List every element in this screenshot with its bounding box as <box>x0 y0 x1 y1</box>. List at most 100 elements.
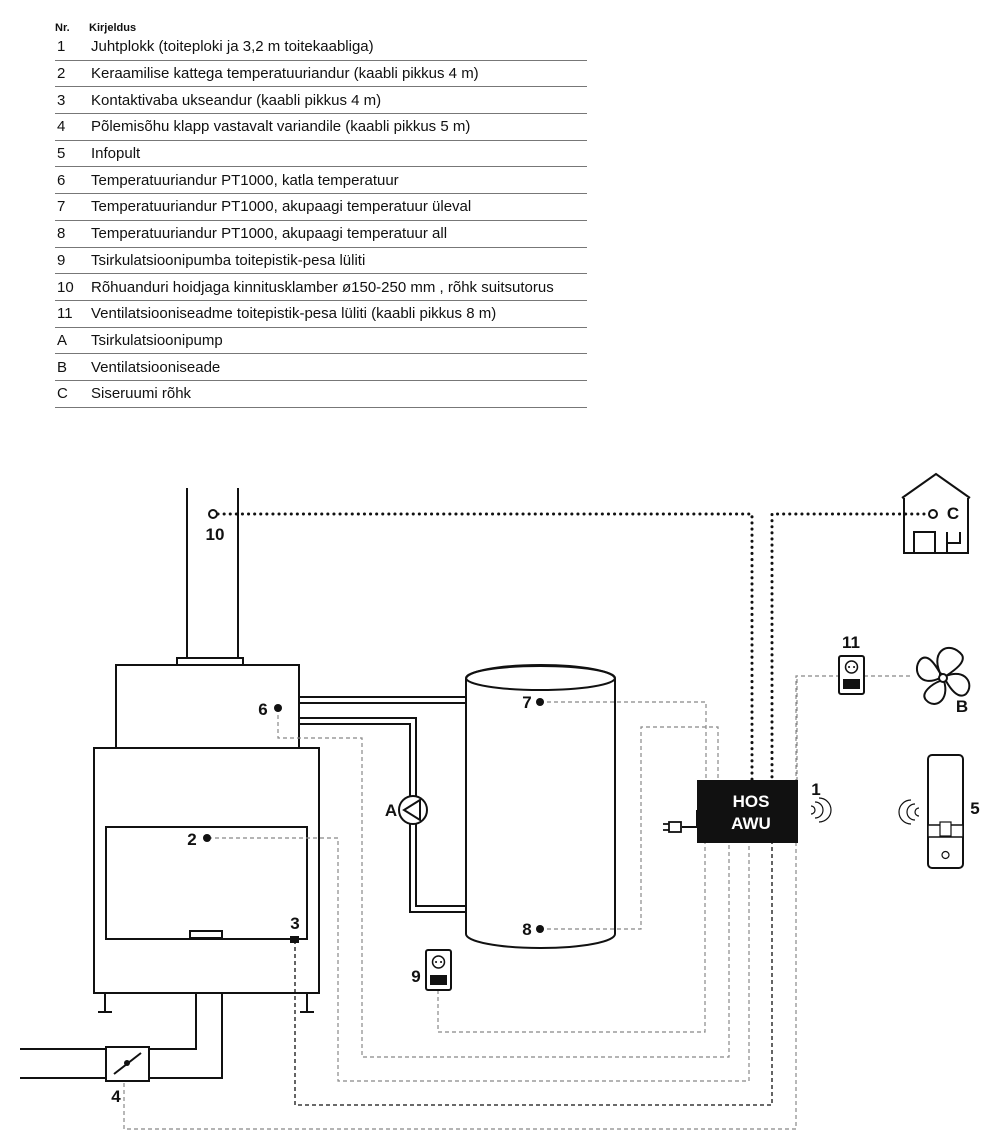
label-9: 9 <box>411 967 420 986</box>
wire-sensor-8 <box>540 726 719 930</box>
legend-row-text: Temperatuuriandur PT1000, katla temperat… <box>91 171 399 189</box>
label-A: A <box>385 801 397 820</box>
stove-feet <box>98 993 314 1013</box>
legend-row-text: Kontaktivaba ukseandur (kaabli pikkus 4 … <box>91 91 382 109</box>
fan-icon <box>915 646 971 705</box>
room-pressure-sensor-icon <box>928 509 938 519</box>
buffer-tank <box>465 664 616 949</box>
legend-row: C Siseruumi rõhk <box>55 381 587 408</box>
legend-row-text: Põlemisõhu klapp vastavalt variandile (k… <box>91 118 471 136</box>
door-handle <box>189 930 223 939</box>
legend-table: Nr. Kirjeldus 1 Juhtplokk (toiteploki ja … <box>55 16 587 408</box>
legend-header: Nr. Kirjeldus <box>55 16 587 34</box>
wire-door-sensor-3 <box>294 843 773 1106</box>
info-panel-button <box>939 821 952 837</box>
legend-row-text: Ventilatsiooniseadme toitepistik-pesa lü… <box>91 305 497 323</box>
info-panel-led <box>941 850 950 860</box>
legend-row-nr: 9 <box>57 251 66 269</box>
controller-label-awu: AWU <box>731 814 771 833</box>
controller-label-hos: HOS <box>733 792 770 811</box>
return-pipe <box>299 717 466 913</box>
damper-pivot <box>124 1060 130 1066</box>
pump-arrow <box>402 798 421 822</box>
wireless-icon-panel <box>898 799 920 825</box>
wire-sensor-2 <box>208 837 750 1082</box>
wireless-icon-controller <box>810 797 832 823</box>
legend-row-nr: 1 <box>57 38 66 56</box>
stove-window <box>105 826 308 940</box>
legend-row-text: Temperatuuriandur PT1000, akupaagi tempe… <box>91 198 472 216</box>
legend-row-nr: A <box>57 331 68 349</box>
label-C: C <box>947 504 959 523</box>
air-duct-inlet <box>20 1048 106 1079</box>
legend-row-text: Tsirkulatsioonipumba toitepistik-pesa lü… <box>91 251 366 269</box>
wire-sensor-7 <box>540 701 707 783</box>
label-7: 7 <box>522 693 531 712</box>
label-10: 10 <box>206 525 225 544</box>
info-panel <box>927 754 964 869</box>
chimney-pipe <box>186 488 239 658</box>
sensor-7-dot <box>536 698 544 706</box>
legend-row-nr: 7 <box>57 198 66 216</box>
legend-row-text: Rõhuanduri hoidjaga kinnitusklamber ø150… <box>91 278 554 296</box>
legend-row: 2 Keraamilise kattega temperatuuriandur (… <box>55 61 587 88</box>
house-icon <box>901 472 971 554</box>
socket-9-keypad <box>430 975 447 985</box>
label-11: 11 <box>842 633 860 652</box>
legend-row-text: Juhtplokk (toiteploki ja 3,2 m toitekaab… <box>91 38 374 56</box>
controller-box <box>697 780 798 843</box>
air-duct-stove <box>149 993 223 1079</box>
plug-prongs <box>663 823 669 831</box>
legend-row-nr: 11 <box>57 305 73 323</box>
legend-row-text: Keraamilise kattega temperatuuriandur (k… <box>91 65 479 83</box>
legend-row: 9 Tsirkulatsioonipumba toitepistik-pesa l… <box>55 248 587 275</box>
power-cable <box>682 810 698 828</box>
pressure-line-room <box>770 512 930 785</box>
legend-row: 11 Ventilatsiooniseadme toitepistik-pesa … <box>55 301 587 328</box>
legend-rows: 1 Juhtplokk (toiteploki ja 3,2 m toitekaa… <box>55 34 587 408</box>
legend-row-text: Ventilatsiooniseade <box>91 358 221 376</box>
sensor-2-dot <box>203 834 211 842</box>
socket-9-outlet <box>431 955 446 969</box>
legend-row-text: Temperatuuriandur PT1000, akupaagi tempe… <box>91 225 448 243</box>
label-5: 5 <box>970 799 979 818</box>
legend-row: 10 Rõhuanduri hoidjaga kinnitusklamber ø1… <box>55 274 587 301</box>
legend-row: 8 Temperatuuriandur PT1000, akupaagi temp… <box>55 221 587 248</box>
label-4: 4 <box>111 1087 121 1106</box>
label-B: B <box>956 697 968 716</box>
legend-row-nr: 2 <box>57 65 66 83</box>
legend-row-nr: 8 <box>57 225 66 243</box>
legend-row-nr: 5 <box>57 145 66 163</box>
legend-row: A Tsirkulatsioonipump <box>55 328 587 355</box>
label-3: 3 <box>290 914 299 933</box>
legend-row-text: Siseruumi rõhk <box>91 385 192 403</box>
tank-top-ellipse <box>465 665 616 691</box>
legend-row-nr: B <box>57 358 68 376</box>
wire-damper-4 <box>123 675 911 1130</box>
legend-row: 3 Kontaktivaba ukseandur (kaabli pikkus 4… <box>55 87 587 115</box>
socket-11-keypad <box>843 679 860 689</box>
legend-row: 1 Juhtplokk (toiteploki ja 3,2 m toitekaa… <box>55 34 587 61</box>
label-6: 6 <box>258 700 267 719</box>
label-1: 1 <box>811 780 820 799</box>
sensor-6-dot <box>274 704 282 712</box>
chimney-collar <box>176 657 244 666</box>
sensor-8-dot <box>536 925 544 933</box>
legend-row-nr: C <box>57 385 68 403</box>
sensor-3-marker <box>290 936 299 943</box>
header-nr: Nr. <box>55 22 70 34</box>
legend-row-text: Tsirkulatsioonipump <box>91 331 223 349</box>
flue-pressure-sensor-icon <box>208 509 218 519</box>
power-plug-icon <box>668 821 682 833</box>
legend-row: 6 Temperatuuriandur PT1000, katla tempera… <box>55 167 587 195</box>
label-8: 8 <box>522 920 531 939</box>
legend-row-nr: 6 <box>57 171 66 189</box>
legend-row-nr: 3 <box>57 91 66 109</box>
legend-row-nr: 4 <box>57 118 66 136</box>
legend-row: B Ventilatsiooniseade <box>55 354 587 381</box>
wire-socket-9 <box>437 843 706 1033</box>
legend-row-nr: 10 <box>57 278 74 296</box>
pressure-line-flue <box>216 512 754 785</box>
